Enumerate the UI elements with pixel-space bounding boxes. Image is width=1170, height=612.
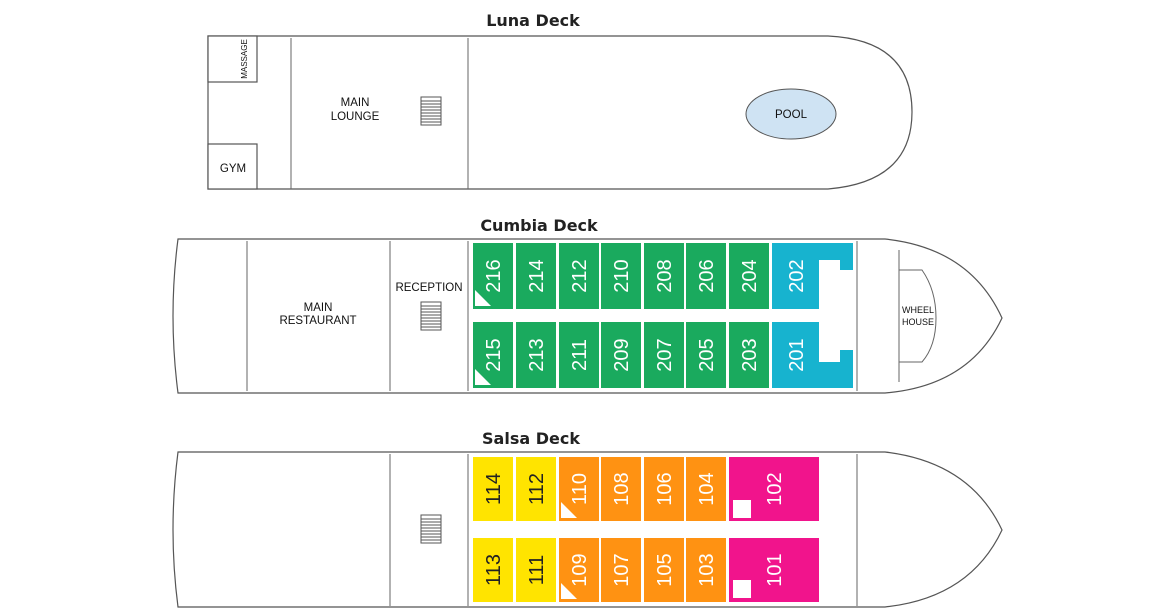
cabin-number: 101 (764, 553, 786, 586)
massage-room[interactable] (207, 35, 258, 83)
cabin-202[interactable]: 202 (772, 243, 853, 309)
cabin-number: 205 (696, 338, 718, 371)
cabin-114[interactable]: 114 (473, 457, 513, 521)
cabin-number: 216 (483, 259, 505, 292)
cabin-number: 202 (786, 259, 808, 292)
cabin-number: 215 (483, 338, 505, 371)
cabin-number: 107 (611, 553, 633, 586)
cabin-number: 111 (526, 555, 548, 585)
cabin-number: 211 (569, 339, 591, 371)
main-restaurant-label-2: RESTAURANT (279, 315, 356, 327)
salsa-deck: 114 112 110 108 106 104 102 (172, 451, 1003, 608)
main-restaurant-label-1: MAIN (304, 302, 333, 314)
cabin-107[interactable]: 107 (601, 538, 641, 602)
gym-room[interactable] (207, 143, 258, 190)
cabin-102[interactable]: 102 (729, 457, 819, 521)
cabin-105[interactable]: 105 (644, 538, 684, 602)
cabin-number: 212 (569, 259, 591, 292)
cabin-number: 207 (654, 338, 676, 371)
cabin-number: 114 (483, 473, 505, 505)
cabin-number: 113 (483, 554, 505, 586)
cabin-number: 104 (696, 472, 718, 505)
cabin-214[interactable]: 214 (516, 243, 556, 309)
cabin-203[interactable]: 203 (729, 322, 769, 388)
cabin-number: 105 (654, 553, 676, 586)
cabin-number: 210 (611, 259, 633, 292)
accessible-marker-icon (475, 290, 491, 306)
cabin-feature-icon (733, 580, 751, 598)
cabin-number: 203 (739, 338, 761, 371)
cabin-208[interactable]: 208 (644, 243, 684, 309)
stairs-icon (420, 96, 442, 126)
cabin-number: 201 (786, 338, 808, 371)
accessible-marker-icon (561, 502, 577, 518)
cabin-109[interactable]: 109 (559, 538, 599, 602)
cabin-209[interactable]: 209 (601, 322, 641, 388)
cabin-206[interactable]: 206 (686, 243, 726, 309)
salsa-deck-title: Salsa Deck (482, 429, 580, 448)
cabin-113[interactable]: 113 (473, 538, 513, 602)
cabin-number: 214 (526, 259, 548, 292)
wheelhouse-outline (899, 269, 937, 363)
cabin-112[interactable]: 112 (516, 457, 556, 521)
accessible-marker-icon (561, 583, 577, 599)
cabin-104[interactable]: 104 (686, 457, 726, 521)
accessible-marker-icon (475, 369, 491, 385)
cabin-feature-icon (733, 500, 751, 518)
pool-label: POOL (775, 109, 808, 121)
cabin-205[interactable]: 205 (686, 322, 726, 388)
stairs-icon (420, 301, 442, 331)
cabin-number: 204 (739, 259, 761, 292)
cabin-101[interactable]: 101 (729, 538, 819, 602)
cabin-212[interactable]: 212 (559, 243, 599, 309)
cabin-number: 108 (611, 472, 633, 505)
cumbia-deck: WHEEL HOUSE MAIN RESTAURANT RECEPTION 21… (172, 238, 1003, 394)
cabin-216[interactable]: 216 (473, 243, 513, 309)
cabin-215[interactable]: 215 (473, 322, 513, 388)
luna-deck-title: Luna Deck (486, 11, 580, 30)
luna-deck: MASSAGE GYM MAIN LOUNGE POOL (207, 35, 913, 190)
cabin-111[interactable]: 111 (516, 538, 556, 602)
cabin-213[interactable]: 213 (516, 322, 556, 388)
cabin-number: 112 (526, 473, 548, 505)
cabin-108[interactable]: 108 (601, 457, 641, 521)
cabin-number: 103 (696, 553, 718, 586)
cabin-106[interactable]: 106 (644, 457, 684, 521)
cabin-210[interactable]: 210 (601, 243, 641, 309)
cabin-number: 206 (696, 259, 718, 292)
cabin-number: 106 (654, 472, 676, 505)
pool[interactable] (745, 88, 837, 140)
main-lounge-label-1: MAIN (341, 97, 370, 109)
cabin-201[interactable]: 201 (772, 322, 853, 388)
cabin-204[interactable]: 204 (729, 243, 769, 309)
main-lounge-label-2: LOUNGE (331, 111, 380, 123)
luna-hull (207, 35, 913, 190)
cumbia-deck-title: Cumbia Deck (480, 216, 598, 235)
cabin-number: 110 (569, 473, 591, 505)
cabin-103[interactable]: 103 (686, 538, 726, 602)
cabin-number: 208 (654, 259, 676, 292)
gym-label: GYM (220, 163, 246, 175)
wheelhouse-label-1: WHEEL (902, 305, 934, 315)
reception-label: RECEPTION (395, 282, 462, 294)
cabin-number: 102 (764, 472, 786, 505)
wheelhouse-label-2: HOUSE (902, 317, 934, 327)
cabin-number: 109 (569, 553, 591, 586)
massage-label: MASSAGE (240, 39, 249, 79)
cabin-number: 209 (611, 338, 633, 371)
cabin-number: 213 (526, 338, 548, 371)
cabin-207[interactable]: 207 (644, 322, 684, 388)
cabin-211[interactable]: 211 (559, 322, 599, 388)
cabin-110[interactable]: 110 (559, 457, 599, 521)
stairs-icon (420, 514, 442, 544)
